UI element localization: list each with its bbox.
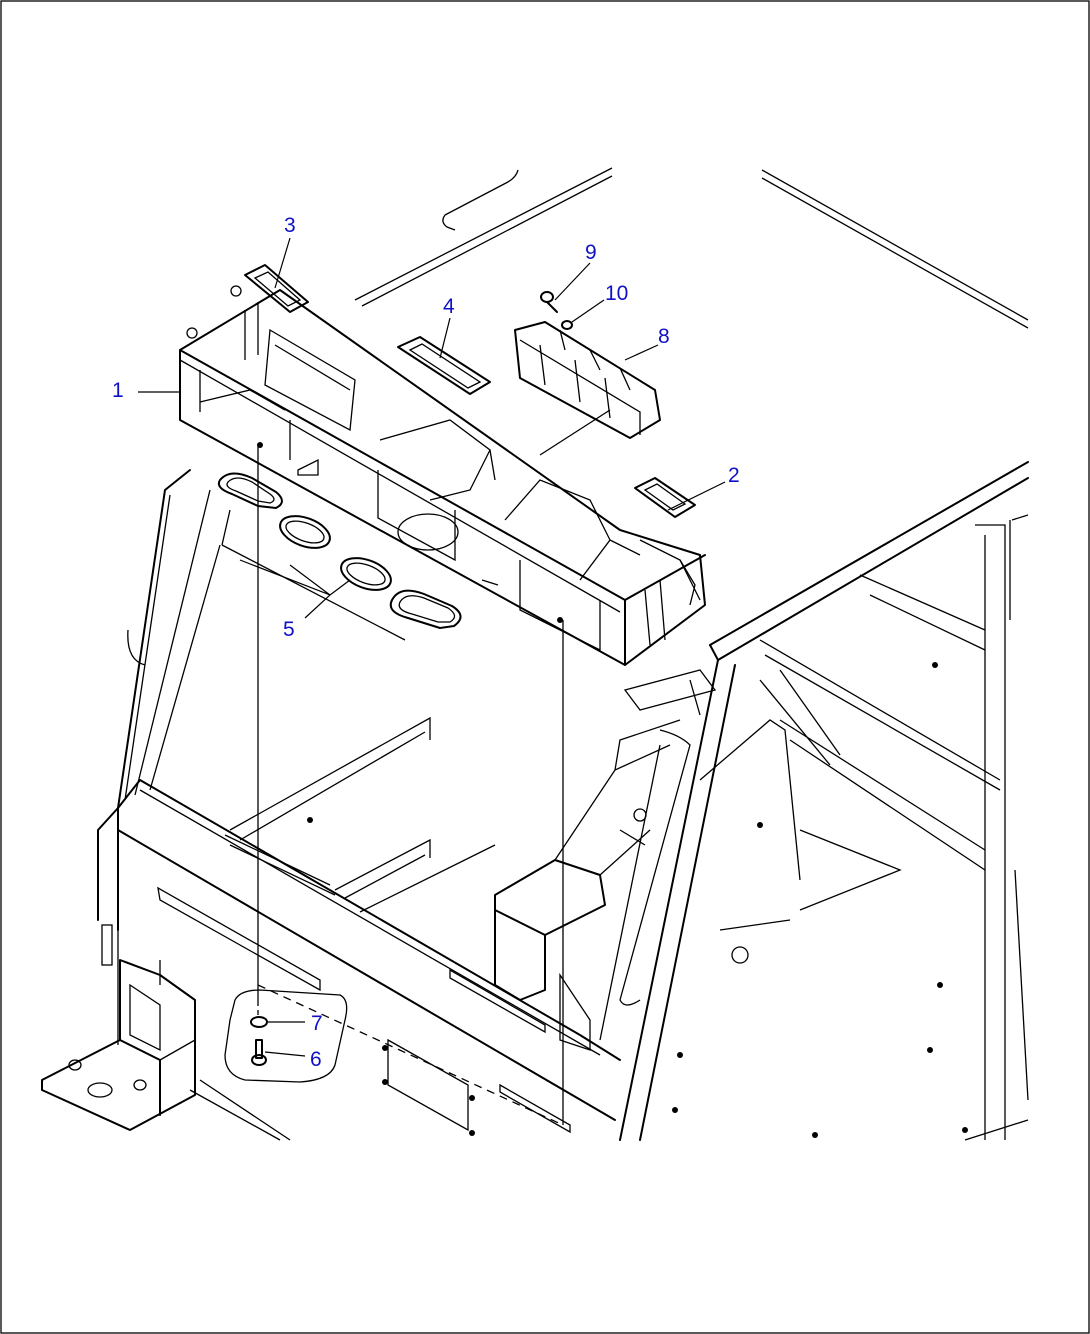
outlet-grille-8 xyxy=(514,321,661,439)
callout-3: 3 xyxy=(284,214,296,237)
louver-4 xyxy=(397,336,491,395)
bolt-inset xyxy=(224,989,348,1083)
callout-5: 5 xyxy=(283,618,295,641)
mounting-bracket xyxy=(41,924,196,1131)
callout-7: 7 xyxy=(311,1012,323,1035)
callout-6: 6 xyxy=(310,1048,322,1071)
callout-leaders xyxy=(138,237,726,1057)
callout-8: 8 xyxy=(658,325,670,348)
callout-10: 10 xyxy=(605,282,629,305)
seals-5 xyxy=(217,472,462,641)
callout-2: 2 xyxy=(728,464,740,487)
callout-9: 9 xyxy=(585,241,597,264)
operator-console xyxy=(494,719,801,1051)
louver-2 xyxy=(634,477,696,518)
callout-1: 1 xyxy=(112,379,124,402)
cab-frame xyxy=(97,469,968,1141)
louver-3 xyxy=(244,264,309,313)
callout-4: 4 xyxy=(443,295,455,318)
duct-assembly xyxy=(179,285,706,666)
cab-side-frame xyxy=(599,461,1029,1141)
screw-9 xyxy=(540,291,558,313)
cab-roof-outline xyxy=(354,167,1029,329)
assembly-lead-lines xyxy=(257,409,611,1126)
washer-10 xyxy=(561,320,573,330)
